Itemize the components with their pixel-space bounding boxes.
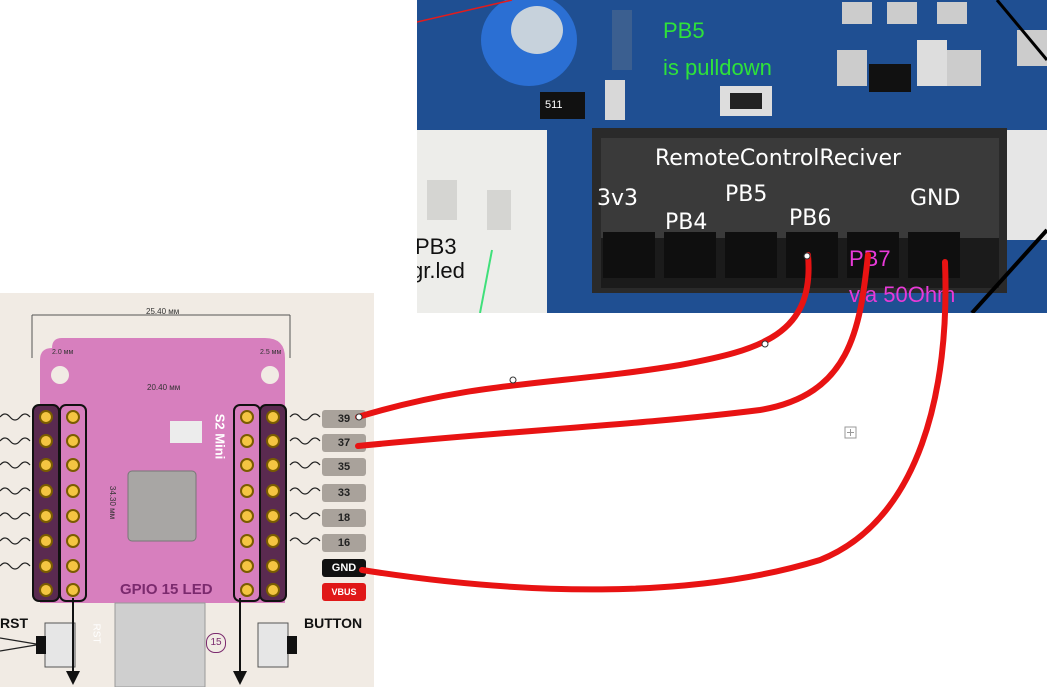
rst-label: RST [0, 615, 28, 631]
s2-mini-pinout-image: 25.40 мм 20.40 мм 2.0 мм 2.5 мм 34.30 мм… [0, 293, 374, 687]
wire-handle[interactable] [509, 376, 517, 384]
pin-label-18: 18 [322, 509, 366, 527]
pin-pb4: PB4 [665, 210, 708, 235]
pin-label-16: 16 [322, 534, 366, 552]
wire-37-to-pb7[interactable] [355, 252, 871, 449]
pin-label-39: 39 [322, 410, 366, 428]
led-badge: 15 [206, 633, 226, 653]
dim-left: 2.0 мм [52, 349, 74, 356]
pb3-label: PB3 [417, 234, 457, 259]
pin-pb5: PB5 [725, 182, 768, 207]
pin-pb6: PB6 [789, 206, 832, 231]
pin-label-37: 37 [322, 434, 366, 452]
usb-connector [114, 602, 206, 687]
wire-handle[interactable] [803, 252, 811, 260]
wire-gnd-to-gnd[interactable] [359, 259, 949, 593]
pb5-note-line1: PB5 [663, 18, 705, 43]
dim-right: 2.5 мм [260, 349, 282, 356]
controller-board-photo: PB5 is pulldown 511 RemoteControlReciver… [417, 0, 1047, 313]
move-handle-icon[interactable] [844, 426, 857, 439]
rst-button [44, 622, 76, 668]
pin-gnd: GND [910, 186, 961, 211]
wire-handle[interactable] [761, 340, 769, 348]
pb3-connector [417, 130, 547, 313]
dim-top: 25.40 мм [146, 307, 180, 316]
esp32-chip [127, 470, 197, 542]
gpio-led-label: GPIO 15 LED [120, 581, 213, 598]
boot-button [257, 622, 289, 668]
connector-title: RemoteControlReciver [655, 146, 902, 171]
resistor-511 [540, 92, 585, 119]
pb5-note-line2: is pulldown [663, 55, 772, 80]
pin-3v3: 3v3 [597, 186, 639, 211]
resistor-code: 511 [545, 99, 563, 111]
pb3-led-label: gr.led [417, 258, 465, 283]
controller-photo-graphics [417, 0, 1047, 313]
dim-inner: 20.40 мм [147, 383, 181, 392]
wire-39-to-pb6[interactable] [355, 252, 812, 420]
pin-label-gnd: GND [322, 559, 366, 577]
button-label: BUTTON [304, 615, 363, 631]
s2-mini-graphics [0, 314, 321, 687]
pin-label-33: 33 [322, 484, 366, 502]
pin-label-vbus: VBUS [322, 583, 366, 601]
pin-label-35: 35 [322, 458, 366, 476]
wire-handle[interactable] [355, 413, 363, 421]
